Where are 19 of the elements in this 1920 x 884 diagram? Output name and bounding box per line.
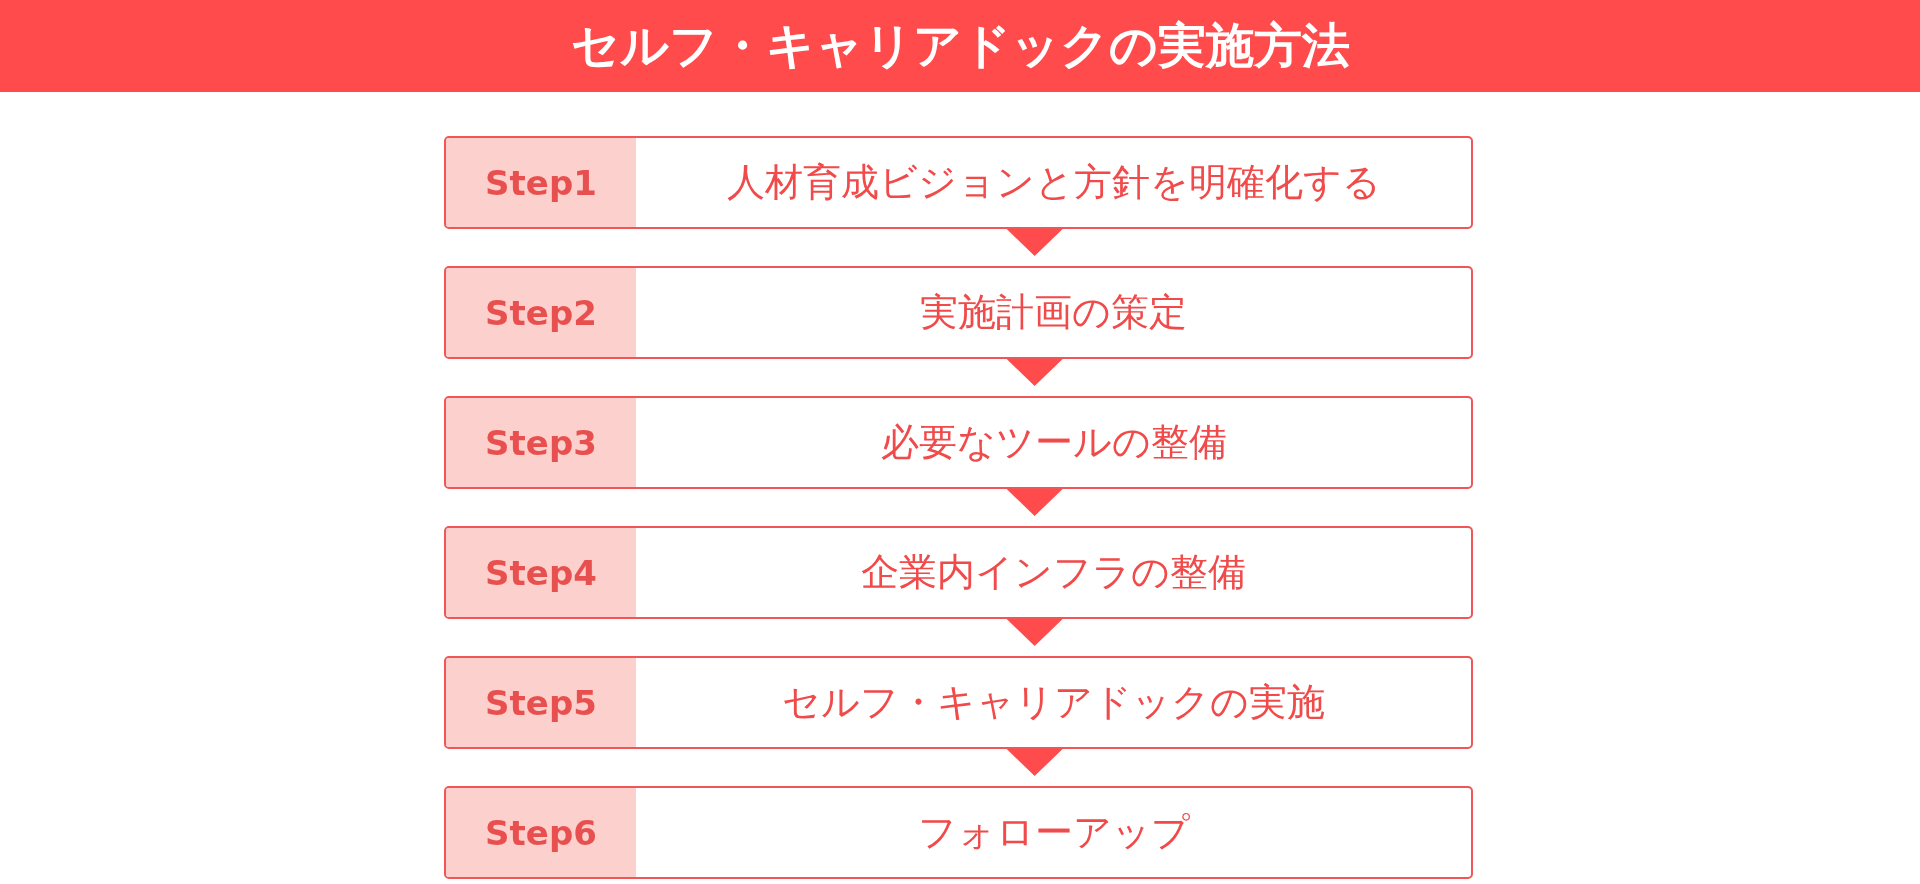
step-box <box>444 526 1473 619</box>
step-label: Step6 <box>446 788 636 877</box>
step-box <box>444 396 1473 489</box>
step-text: 人材育成ビジョンと方針を明確化する <box>726 159 1381 206</box>
step-label: Step4 <box>446 528 636 617</box>
step-label: Step1 <box>446 138 636 227</box>
step-box <box>444 136 1473 229</box>
step-box <box>444 656 1473 749</box>
step-label: Step3 <box>446 398 636 487</box>
step-label: Step5 <box>446 658 636 747</box>
step-text: 実施計画の策定 <box>920 289 1187 336</box>
step-box <box>444 266 1473 359</box>
step-label: Step2 <box>446 268 636 357</box>
step-text: 企業内インフラの整備 <box>861 549 1246 596</box>
step-text: フォローアップ <box>917 809 1190 856</box>
step-text: 必要なツールの整備 <box>880 419 1227 466</box>
title: セルフ・キャリアドックの実施方法 <box>570 16 1350 75</box>
step-text: セルフ・キャリアドックの実施 <box>782 679 1325 726</box>
step-box <box>444 786 1473 879</box>
